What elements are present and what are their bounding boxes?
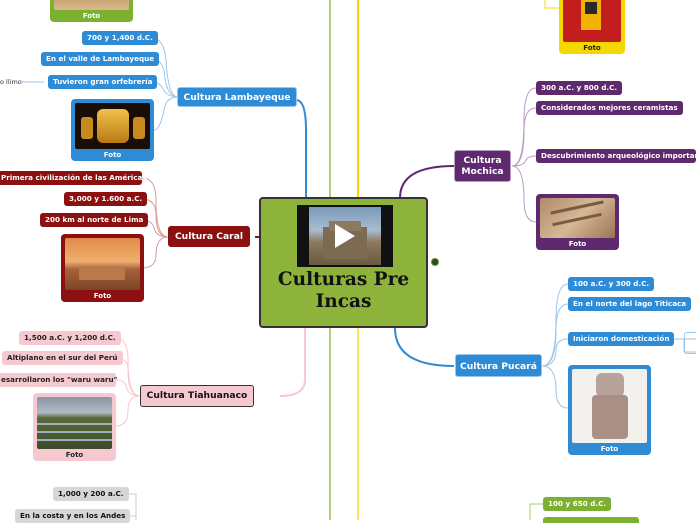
bottom-right-box[interactable]: [543, 517, 639, 523]
tiahuanaco-item-dates[interactable]: 1,500 a.C. y 1,200 d.C.: [19, 331, 121, 345]
tiahuanaco-item-location[interactable]: Altiplano en el sur del Perú: [2, 351, 123, 365]
branch-cultura-mochica-label: Cultura Mochica: [461, 155, 504, 177]
video-thumbnail[interactable]: [297, 205, 393, 267]
pucara-photo[interactable]: Foto: [568, 365, 651, 455]
top-right-photo[interactable]: Foto: [559, 0, 625, 54]
tiahuanaco-photo[interactable]: Foto: [33, 393, 116, 461]
photo-caption: Foto: [583, 44, 601, 52]
branch-cultura-lambayeque[interactable]: Cultura Lambayeque: [177, 87, 297, 107]
top-left-photo[interactable]: Foto: [50, 0, 133, 22]
lambayeque-item-goldwork[interactable]: Tuvieron gran orfebrería: [48, 75, 158, 89]
photo-caption: Foto: [82, 12, 101, 20]
photo-caption: Foto: [568, 240, 587, 248]
lambayeque-side-text[interactable]: o llimo: [0, 78, 22, 86]
globe-icon[interactable]: [431, 258, 439, 266]
branch-cultura-caral[interactable]: Cultura Caral: [168, 226, 250, 247]
caral-item-first-civilization[interactable]: Primera civilización de las Américas: [0, 171, 147, 185]
lambayeque-item-location[interactable]: En el valle de Lambayeque: [41, 52, 160, 66]
bottom-left-item-location[interactable]: En la costa y en los Andes: [15, 509, 131, 523]
branch-cultura-mochica[interactable]: Cultura Mochica: [454, 150, 511, 182]
mochica-item-discovery[interactable]: Descubrimiento arqueológico importante: [536, 149, 696, 163]
pucara-item-location[interactable]: En el norte del lago Titicaca: [568, 297, 692, 311]
photo-caption: Foto: [600, 445, 619, 453]
mochica-item-dates[interactable]: 300 a.C. y 800 d.C.: [536, 81, 623, 95]
mochica-item-ceramists[interactable]: Considerados mejores ceramistas: [536, 101, 683, 115]
caral-photo[interactable]: Foto: [61, 234, 144, 302]
photo-caption: Foto: [93, 292, 112, 300]
tiahuanaco-item-waru-waru[interactable]: esarrollaron los "waru waru": [0, 373, 117, 387]
branch-cultura-pucara[interactable]: Cultura Pucará: [455, 354, 542, 377]
branch-cultura-tiahuanaco[interactable]: Cultura Tiahuanaco: [140, 385, 254, 407]
mochica-photo[interactable]: Foto: [536, 194, 619, 250]
caral-item-dates[interactable]: 3,000 y 1.600 a.C.: [64, 192, 148, 206]
photo-caption: Foto: [103, 151, 122, 159]
lambayeque-photo[interactable]: Foto: [71, 99, 154, 161]
bottom-left-item-dates[interactable]: 1,000 y 200 a.C.: [53, 487, 129, 501]
central-title: Culturas Pre Incas: [277, 269, 410, 312]
lambayeque-item-dates[interactable]: 700 y 1,400 d.C.: [82, 31, 158, 45]
play-icon[interactable]: [335, 224, 355, 248]
pucara-subitem-box[interactable]: [684, 332, 696, 354]
pucara-item-domestication[interactable]: Iniciaron domesticación: [568, 332, 675, 346]
pucara-item-dates[interactable]: 100 a.C. y 300 d.C.: [568, 277, 655, 291]
bottom-right-item-dates[interactable]: 100 y 650 d.C.: [543, 497, 612, 511]
photo-caption: Foto: [65, 451, 84, 459]
caral-item-location[interactable]: 200 km al norte de Lima: [40, 213, 149, 227]
central-node[interactable]: Culturas Pre Incas: [259, 197, 428, 328]
